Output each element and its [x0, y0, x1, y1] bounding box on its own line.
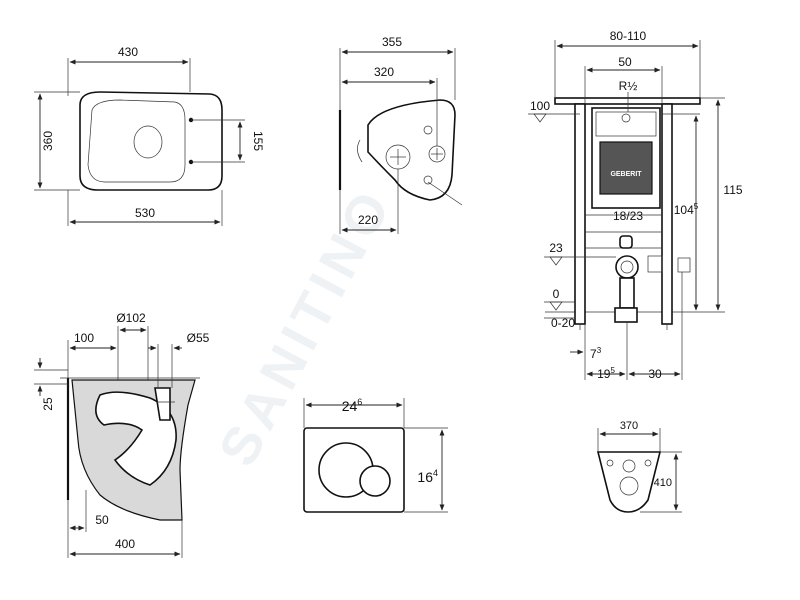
- dim-155: 155: [251, 131, 265, 151]
- dim-100-section: 100: [74, 331, 94, 345]
- dim-370: 370: [620, 420, 638, 432]
- dim-430: 430: [118, 45, 138, 59]
- seat-hole: [133, 125, 163, 159]
- dim-100-level: 100: [530, 99, 550, 113]
- bowl-rear-outline: [367, 99, 456, 201]
- dim-30: 30: [648, 367, 662, 381]
- outlet-pipe: [615, 255, 639, 279]
- flush-button-small: [359, 465, 391, 497]
- dim-50: 50: [618, 55, 632, 69]
- rear-view: 355 320 220: [338, 35, 463, 234]
- dim-19: 19: [597, 367, 611, 381]
- geberit-logo: GEBERIT: [610, 171, 642, 178]
- wall-bracket-view: 370 410: [596, 420, 682, 513]
- dim-7: 7: [590, 347, 597, 361]
- svg-text:164: 164: [417, 468, 438, 485]
- dim-23: 23: [549, 241, 563, 255]
- bracket-outline: [596, 451, 662, 513]
- dim-220: 220: [358, 213, 378, 227]
- dim-115: 115: [723, 183, 742, 197]
- top-view: 430 360 155 530: [34, 45, 265, 226]
- dim-16: 16: [417, 469, 433, 485]
- flush-plate-view: 246 164: [303, 397, 448, 513]
- dim-360: 360: [41, 131, 55, 151]
- svg-text:246: 246: [342, 397, 363, 414]
- dim-50-section: 50: [95, 513, 109, 527]
- frame-left-upright: [574, 103, 586, 325]
- dim-d102: Ø102: [116, 311, 146, 325]
- svg-text:73: 73: [590, 346, 602, 361]
- dim-7-exp: 3: [597, 346, 602, 355]
- dim-104: 104: [674, 203, 694, 217]
- dim-24-exp: 6: [357, 397, 362, 407]
- bowl-outline-top: [79, 91, 223, 191]
- svg-text:1045: 1045: [674, 202, 699, 217]
- dim-18-23: 18/23: [613, 209, 643, 223]
- dim-19-exp: 5: [610, 366, 615, 375]
- dim-24: 24: [342, 398, 358, 414]
- dim-320: 320: [374, 65, 394, 79]
- bowl-inner-top: [87, 99, 186, 183]
- dim-d55: Ø55: [187, 331, 210, 345]
- dim-25: 25: [41, 397, 55, 411]
- svg-text:195: 195: [597, 366, 615, 381]
- section-view: Ø102 100 Ø55 25 50 400: [34, 311, 210, 558]
- dim-400: 400: [115, 537, 135, 551]
- cistern-inner: [599, 141, 653, 195]
- dim-0: 0: [553, 287, 560, 301]
- dim-355: 355: [382, 35, 402, 49]
- dim-104-exp: 5: [694, 202, 699, 211]
- installation-frame: GEBERIT 80-110 50 R½ 100: [528, 29, 743, 381]
- frame-top-bar: [554, 97, 701, 105]
- dim-410: 410: [654, 477, 672, 489]
- dim-0-20: 0-20: [551, 316, 575, 330]
- dim-80-110: 80-110: [610, 29, 647, 43]
- bowl-cavity: [95, 391, 177, 486]
- dim-16-exp: 4: [433, 468, 438, 478]
- label-r-half: R½: [619, 79, 638, 93]
- dim-530: 530: [135, 206, 155, 220]
- frame-right-upright: [661, 103, 673, 325]
